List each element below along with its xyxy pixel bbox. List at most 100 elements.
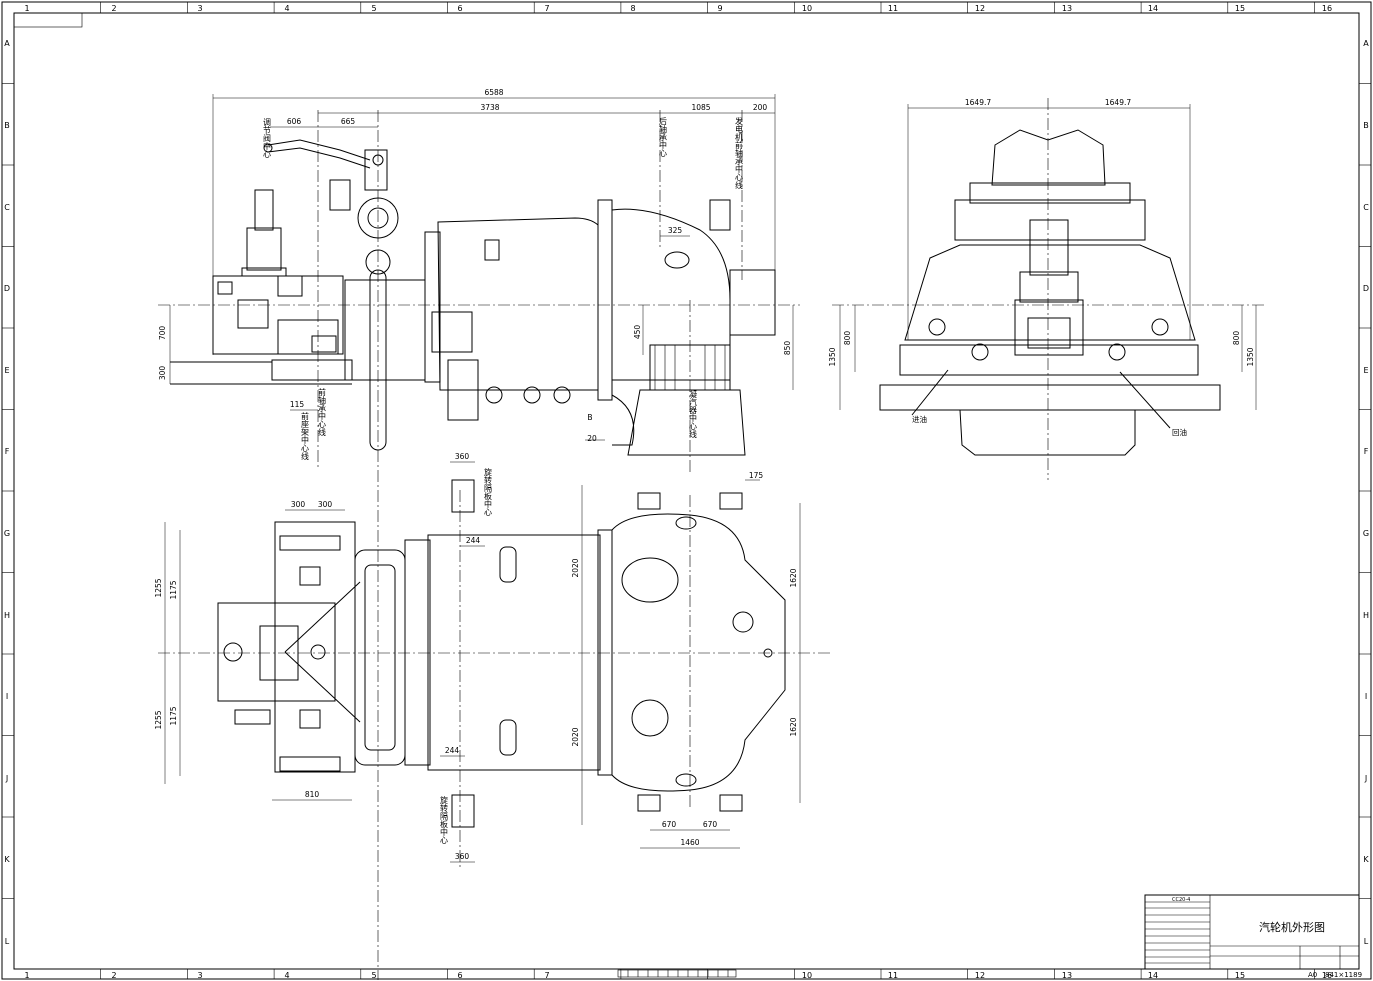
- dim-top-244: 244: [466, 536, 481, 545]
- zone-row-I-r: I: [1365, 692, 1367, 701]
- zone-col-1: 1: [24, 4, 29, 13]
- scale-bar: [617, 969, 737, 978]
- front-bearing-center-label: 前轴承中心线: [318, 387, 327, 436]
- zone-col-4-b: 4: [284, 971, 289, 980]
- zone-col-9: 9: [717, 4, 722, 13]
- dim-3738: 3738: [480, 103, 499, 112]
- valve-center-bot-label: 旋转隔板中心: [440, 795, 449, 844]
- zone-col-14-b: 14: [1148, 971, 1158, 980]
- front-frame-center-label: 前座架中心线: [301, 411, 310, 460]
- zone-row-F: F: [5, 447, 10, 456]
- zone-row-K: K: [4, 855, 10, 864]
- zone-col-12: 12: [975, 4, 985, 13]
- sheet-dimensions: 841×1189: [1325, 971, 1362, 979]
- dim-1620-bot: 1620: [789, 717, 798, 736]
- dim-6588: 6588: [484, 88, 503, 97]
- dim-1649-right: 1649.7: [1105, 98, 1131, 107]
- zone-row-E-r: E: [1363, 366, 1368, 375]
- dim-200: 200: [753, 103, 768, 112]
- zone-col-3-b: 3: [197, 971, 202, 980]
- dim-1620-top: 1620: [789, 568, 798, 587]
- dim-665: 665: [341, 117, 356, 126]
- zone-row-C: C: [4, 203, 10, 212]
- dim-bot-360: 360: [455, 852, 470, 861]
- zone-col-2: 2: [111, 4, 116, 13]
- dim-1649-left: 1649.7: [965, 98, 991, 107]
- section-mark-b: B: [587, 413, 592, 422]
- dim-850: 850: [783, 341, 792, 356]
- dim-1175-bot: 1175: [169, 706, 178, 725]
- dim-2020-top: 2020: [571, 558, 580, 577]
- zone-row-B-r: B: [1363, 121, 1369, 130]
- dim-175: 175: [749, 471, 764, 480]
- zone-col-5-b: 5: [371, 971, 376, 980]
- zone-row-D-r: D: [1363, 284, 1369, 293]
- zone-col-5: 5: [371, 4, 376, 13]
- dim-670-b: 670: [703, 820, 718, 829]
- dim-1460: 1460: [680, 838, 699, 847]
- dim-w810: 810: [305, 790, 320, 799]
- zone-col-12-b: 12: [975, 971, 985, 980]
- dim-115: 115: [290, 400, 305, 409]
- dim-606: 606: [287, 117, 302, 126]
- zone-labels-top: 1 2 3 4 5 6 7 8 9 10 11 12 13 14 15 16: [24, 4, 1332, 13]
- zone-row-G-r: G: [1363, 529, 1369, 538]
- zone-col-16-b: 16: [1322, 971, 1332, 980]
- oil-out-label: 回油: [1172, 427, 1187, 437]
- zone-row-J: J: [5, 774, 8, 783]
- sheet-size: A0: [1308, 971, 1317, 979]
- dim-end-800-left: 800: [843, 331, 852, 346]
- zone-col-1-b: 1: [24, 971, 29, 980]
- dim-2020-bot: 2020: [571, 727, 580, 746]
- oil-in-label: 进油: [912, 414, 927, 424]
- zone-row-B: B: [4, 121, 10, 130]
- dim-700: 700: [158, 326, 167, 341]
- generator-bearing-label: 发电机前轴承中心线: [735, 116, 744, 189]
- plan-view: 360 244 244 360 旋转隔板中心 旋转隔板中心 300 300 81…: [154, 452, 830, 870]
- zone-row-G: G: [4, 529, 10, 538]
- dim-bot-244: 244: [445, 746, 460, 755]
- zone-col-13: 13: [1062, 4, 1072, 13]
- zone-col-6-b: 6: [457, 971, 462, 980]
- zone-row-H: H: [4, 611, 10, 620]
- zone-col-3: 3: [197, 4, 202, 13]
- zone-col-7: 7: [544, 4, 549, 13]
- condenser-center-label: 凝汽器中心线: [689, 389, 698, 438]
- side-elevation-view: 6588 3738 1085 200 606 665 调节阀中心 后轴承中心 发…: [158, 88, 800, 980]
- zone-col-15: 15: [1235, 4, 1245, 13]
- drawing-title: 汽轮机外形图: [1259, 920, 1325, 934]
- zone-col-16: 16: [1322, 4, 1332, 13]
- dim-top-360: 360: [455, 452, 470, 461]
- zone-row-A-r: A: [1363, 39, 1369, 48]
- zone-col-10-b: 10: [802, 971, 812, 980]
- dim-end-800-right: 800: [1232, 331, 1241, 346]
- zone-col-15-b: 15: [1235, 971, 1245, 980]
- zone-row-L: L: [5, 937, 10, 946]
- zone-row-A: A: [4, 39, 10, 48]
- zone-col-2-b: 2: [111, 971, 116, 980]
- zone-row-C-r: C: [1363, 203, 1369, 212]
- end-view: 1649.7 1649.7 800 1350 800 1350 进油 回油: [828, 98, 1265, 480]
- dim-20: 20: [587, 434, 597, 443]
- zone-col-4: 4: [284, 4, 289, 13]
- zone-col-11-b: 11: [888, 971, 898, 980]
- zone-row-K-r: K: [1363, 855, 1369, 864]
- valve-center-label: 调节阀中心: [263, 118, 272, 158]
- zone-row-F-r: F: [1364, 447, 1369, 456]
- dim-1085: 1085: [691, 103, 710, 112]
- zone-row-J-r: J: [1364, 774, 1367, 783]
- title-block: CC20-4 汽轮机外形图 A0 841×1189: [1144, 894, 1362, 979]
- zone-col-10: 10: [802, 4, 812, 13]
- zone-labels-rows-right: A B C D E F G H I J K L: [1363, 39, 1369, 946]
- dim-670-a: 670: [662, 820, 677, 829]
- dim-end-1350-right: 1350: [1246, 347, 1255, 366]
- zone-col-11: 11: [888, 4, 898, 13]
- zone-col-13-b: 13: [1062, 971, 1072, 980]
- rear-bearing-center-label: 后轴承中心: [659, 116, 668, 157]
- zone-labels-bottom: 1 2 3 4 5 6 7 10 11 12 13 14 15 16: [24, 971, 1332, 980]
- zone-row-I: I: [6, 692, 8, 701]
- dim-w300-a: 300: [291, 500, 306, 509]
- zone-row-E: E: [4, 366, 9, 375]
